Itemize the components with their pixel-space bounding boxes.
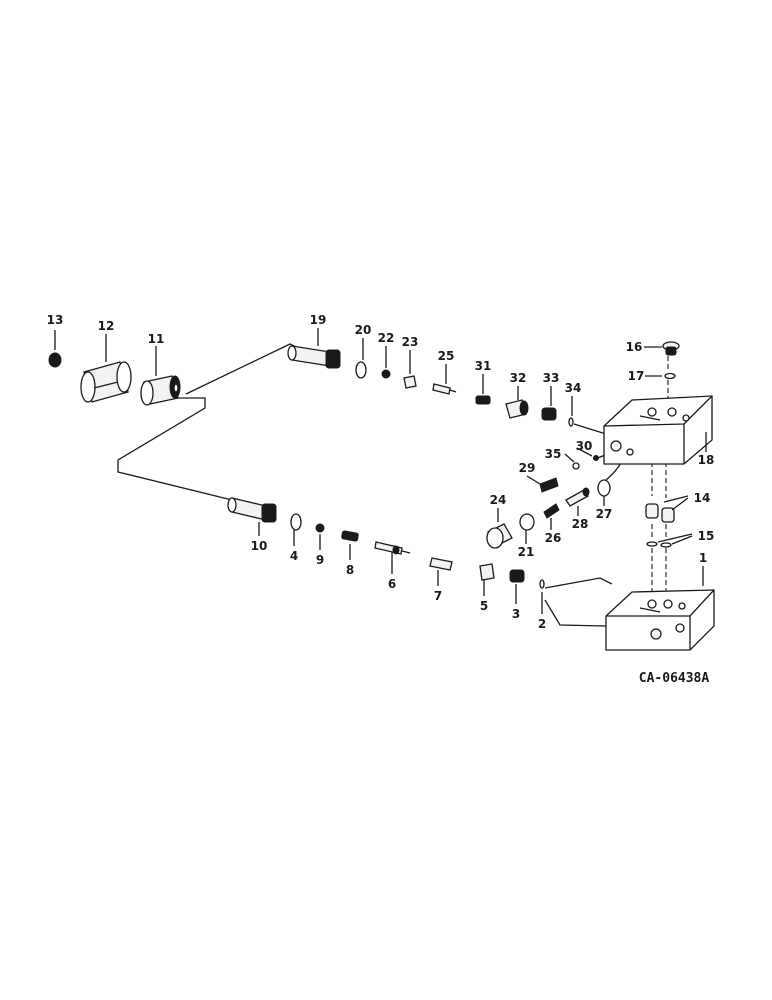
- label-8: 8: [346, 563, 354, 577]
- leader-lines: [54, 328, 707, 614]
- label-23: 23: [402, 335, 419, 349]
- label-34: 34: [565, 381, 582, 395]
- label-32: 32: [510, 371, 527, 385]
- part-25-pin-icon: [432, 383, 457, 395]
- label-22: 22: [378, 331, 395, 345]
- part-34-ring-icon: [568, 417, 574, 427]
- part-16-bolt-icon: [662, 341, 680, 356]
- label-15: 15: [698, 529, 715, 543]
- label-24: 24: [490, 493, 507, 507]
- part-6-spool-icon: [374, 541, 411, 555]
- part-33-fitting-icon: [541, 407, 557, 421]
- part-22-ball-icon: [381, 369, 391, 379]
- part-28-spool-icon: [565, 487, 590, 507]
- part-23-plug-icon: [403, 375, 417, 389]
- label-3: 3: [512, 607, 520, 621]
- part-8-spring-icon: [341, 530, 359, 542]
- part-14-plugs-icon: [645, 503, 675, 523]
- label-31: 31: [475, 359, 492, 373]
- label-16: 16: [626, 340, 643, 354]
- part-27-oring-icon: [597, 479, 611, 497]
- label-13: 13: [47, 313, 64, 327]
- part-labels: 13 12 11 19 20 22 23 25 31 32 33 34 16 1…: [47, 313, 715, 631]
- part-26-spring-icon: [543, 503, 560, 519]
- parts: [48, 341, 715, 651]
- part-19-rod-icon: [287, 345, 341, 369]
- label-12: 12: [98, 319, 115, 333]
- label-1: 1: [699, 551, 707, 565]
- label-11: 11: [148, 332, 165, 346]
- label-26: 26: [545, 531, 562, 545]
- part-15-washers-icon: [646, 541, 672, 548]
- label-30: 30: [576, 439, 593, 453]
- part-5-cap-icon: [479, 563, 495, 581]
- label-6: 6: [388, 577, 396, 591]
- label-33: 33: [543, 371, 560, 385]
- part-9-ball-icon: [315, 523, 325, 533]
- label-14: 14: [694, 491, 711, 505]
- part-30-ball-icon: [593, 455, 599, 461]
- part-32-cap-icon: [505, 399, 529, 419]
- label-5: 5: [480, 599, 488, 613]
- part-17-washer-icon: [664, 372, 676, 380]
- part-12-sleeve-icon: [80, 361, 132, 403]
- label-29: 29: [519, 461, 536, 475]
- part-20-oring-icon: [355, 361, 367, 379]
- part-10-rod-icon: [227, 497, 277, 523]
- part-29-spring-icon: [539, 477, 559, 493]
- part-7-pin-icon: [429, 557, 453, 571]
- part-2-ring-icon: [539, 579, 545, 589]
- part-4-oring-icon: [290, 513, 302, 531]
- part-11-cylinder-icon: [140, 375, 181, 406]
- part-18-valve-body-icon: [603, 395, 713, 465]
- part-1-valve-body-icon: [605, 589, 715, 651]
- label-9: 9: [316, 553, 324, 567]
- label-25: 25: [438, 349, 455, 363]
- part-31-spring-icon: [475, 395, 491, 405]
- label-28: 28: [572, 517, 589, 531]
- part-24-cap-icon: [486, 523, 513, 549]
- label-17: 17: [628, 369, 645, 383]
- label-10: 10: [251, 539, 268, 553]
- label-4: 4: [290, 549, 298, 563]
- label-18: 18: [698, 453, 715, 467]
- label-7: 7: [434, 589, 442, 603]
- label-27: 27: [596, 507, 613, 521]
- drawing-code: CA-06438A: [639, 671, 710, 686]
- label-2: 2: [538, 617, 546, 631]
- label-20: 20: [355, 323, 372, 337]
- part-21-oring-icon: [519, 513, 535, 531]
- part-13-nut-icon: [48, 352, 62, 368]
- part-3-fitting-icon: [509, 569, 525, 583]
- part-35-ball-icon: [572, 462, 580, 470]
- label-21: 21: [518, 545, 535, 559]
- label-35: 35: [545, 447, 562, 461]
- label-19: 19: [310, 313, 327, 327]
